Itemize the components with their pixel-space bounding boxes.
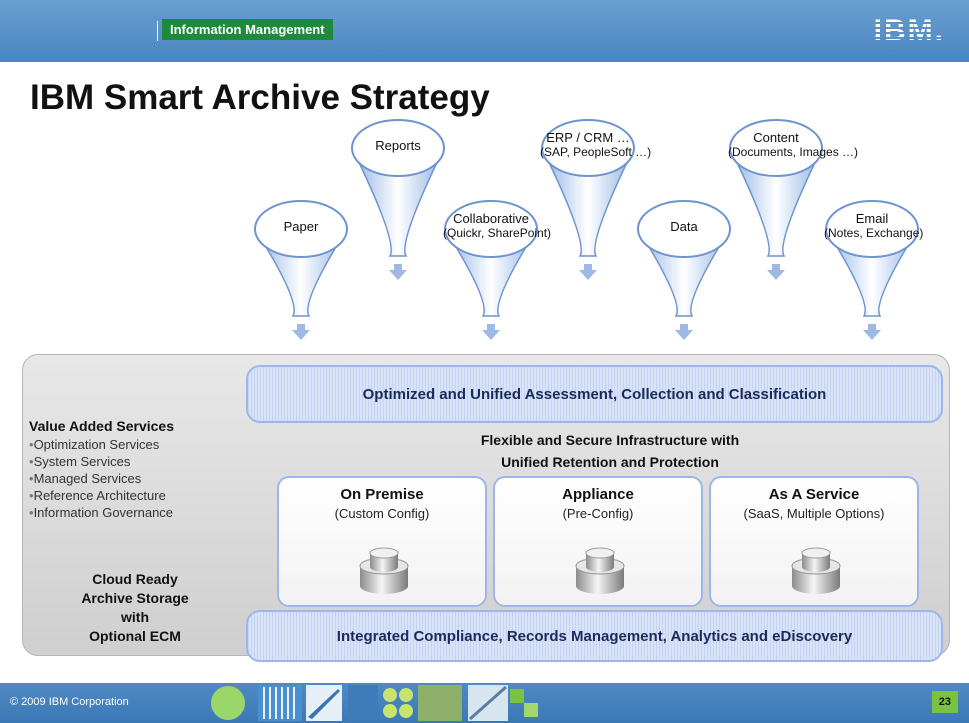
funnel-icon — [540, 119, 636, 280]
decorative-image-strip — [211, 685, 538, 721]
funnel-5: Content(Documents, Images …) — [728, 114, 859, 282]
infrastructure-title: Flexible and Secure Infrastructure with … — [390, 429, 830, 473]
funnel-label: ERP / CRM …(SAP, PeopleSoft …) — [540, 130, 652, 160]
cloud-ready-text: Cloud Ready Archive Storage with Optiona… — [70, 570, 200, 646]
deployment-subtitle: (SaaS, Multiple Options) — [743, 506, 885, 521]
funnel-icon — [728, 119, 824, 280]
funnel-title: Data — [670, 219, 698, 234]
cloud-ready-line: Optional ECM — [89, 628, 181, 644]
cloud-ready-line: Archive Storage with — [81, 590, 189, 625]
value-added-services: Value Added Services Optimization Servic… — [29, 418, 239, 521]
funnel-label: Data — [636, 219, 732, 234]
funnel-subtitle: (SAP, PeopleSoft …) — [540, 145, 652, 159]
funnel-2: Collaborative(Quickr, SharePoint) — [443, 195, 552, 342]
funnel-3: ERP / CRM …(SAP, PeopleSoft …) — [540, 114, 652, 282]
funnel-label: Content(Documents, Images …) — [728, 130, 859, 160]
funnel-label: Collaborative(Quickr, SharePoint) — [443, 211, 552, 241]
funnel-title: Email — [855, 211, 889, 226]
funnel-title: Collaborative — [453, 211, 529, 226]
deployment-appliance: Appliance (Pre-Config) — [493, 476, 703, 607]
page-title: IBM Smart Archive Strategy — [30, 78, 490, 117]
list-item: Managed Services — [29, 470, 239, 487]
funnel-label: Email(Notes, Exchange) — [824, 211, 924, 241]
compliance-band: Integrated Compliance, Records Managemen… — [246, 610, 943, 662]
database-icon — [575, 547, 625, 594]
database-icon — [791, 547, 841, 594]
funnel-icon — [636, 200, 732, 340]
deployment-as-a-service: As A Service (SaaS, Multiple Options) — [709, 476, 919, 607]
funnel-0: Paper — [253, 195, 349, 342]
deployment-on-premise: On Premise (Custom Config) — [277, 476, 487, 607]
funnel-subtitle: (Notes, Exchange) — [824, 226, 924, 240]
funnel-4: Data — [636, 195, 732, 342]
funnel-subtitle: (Quickr, SharePoint) — [443, 226, 552, 240]
copyright: © 2009 IBM Corporation — [10, 696, 129, 708]
funnel-label: Paper — [253, 219, 349, 234]
deployment-title: As A Service — [768, 486, 860, 503]
funnel-6: Email(Notes, Exchange) — [824, 195, 924, 342]
page-number: 23 — [931, 691, 958, 713]
deployment-subtitle: (Custom Config) — [334, 506, 430, 521]
ibm-logo: IBM. — [873, 14, 945, 47]
value-added-title: Value Added Services — [29, 418, 174, 434]
list-item: Reference Architecture — [29, 487, 239, 504]
funnel-title: Reports — [375, 138, 421, 153]
funnel-subtitle: (Documents, Images …) — [728, 145, 859, 159]
funnel-icon — [253, 200, 349, 340]
brand-label: Information Management — [162, 19, 333, 40]
funnel-title: Paper — [283, 219, 319, 234]
header-bar: Information Management IBM. — [0, 0, 969, 62]
deployment-subtitle: (Pre-Config) — [562, 506, 634, 521]
infrastructure-line: Unified Retention and Protection — [501, 454, 719, 470]
database-icon — [359, 547, 409, 594]
funnel-label: Reports — [350, 138, 446, 153]
deployment-title: Appliance — [562, 486, 634, 503]
list-item: Optimization Services — [29, 436, 239, 453]
funnel-icon — [350, 119, 446, 280]
funnel-1: Reports — [350, 114, 446, 282]
funnel-icon — [443, 200, 539, 340]
infrastructure-line: Flexible and Secure Infrastructure with — [480, 432, 740, 448]
footer-bar: © 2009 IBM Corporation 23 — [0, 683, 969, 723]
header-separator — [157, 21, 158, 41]
assessment-band: Optimized and Unified Assessment, Collec… — [246, 365, 943, 423]
list-item: Information Governance — [29, 504, 239, 521]
funnel-icon — [824, 200, 920, 340]
deployment-title: On Premise — [340, 486, 424, 503]
list-item: System Services — [29, 453, 239, 470]
funnel-title: ERP / CRM … — [546, 130, 630, 145]
cloud-ready-line: Cloud Ready — [92, 571, 178, 587]
funnel-title: Content — [753, 130, 799, 145]
